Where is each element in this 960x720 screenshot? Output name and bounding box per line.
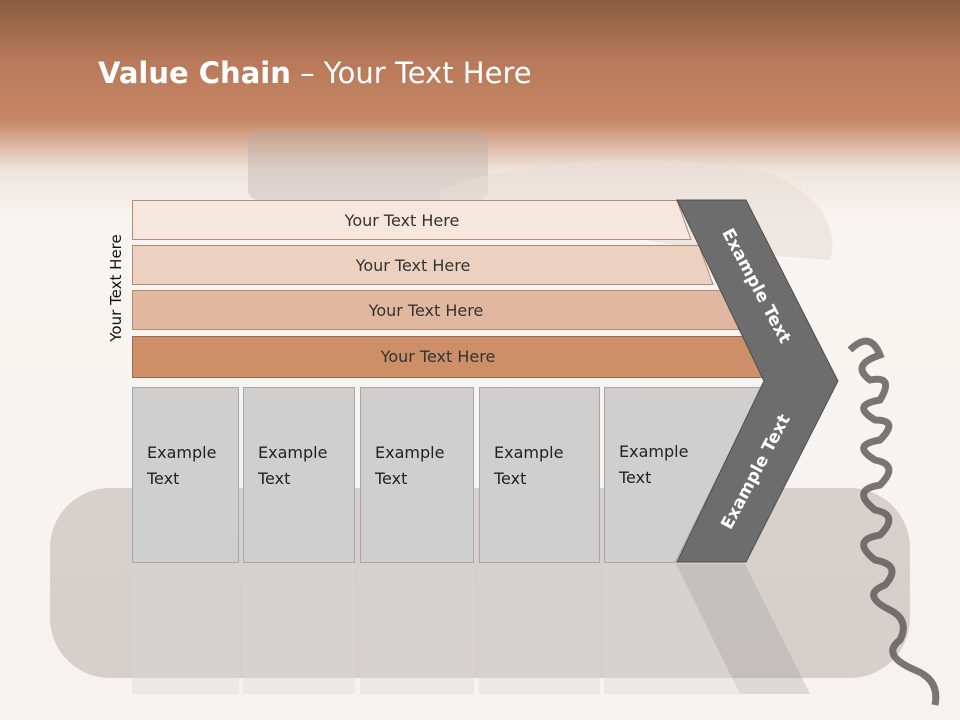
title-rest: – Your Text Here [290,56,532,90]
bar-1-shape [132,200,692,240]
box-1-line1: Example [147,443,217,462]
box-2-line2: Text [258,469,291,488]
bar-1-label: Your Text Here [344,210,460,230]
box-5-line2: Text [619,468,652,487]
bar-1: Your Text Here [132,200,692,240]
bar-2-label: Your Text Here [355,255,471,275]
box-4: Example Text [479,387,600,563]
box-1: Example Text [132,387,239,563]
box-3-line1: Example [375,443,445,462]
box-2-line1: Example [258,443,328,462]
box-3-line2: Text [375,469,408,488]
reflection [132,564,810,694]
slide-title: Value Chain – Your Text Here [98,56,532,90]
box-3: Example Text [360,387,474,563]
box-1-line2: Text [147,469,180,488]
title-bold: Value Chain [98,56,291,90]
bar-2-shape [132,245,714,285]
bar-4: Your Text Here [132,336,764,378]
box-4-line1: Example [494,443,564,462]
box-4-line2: Text [494,469,527,488]
bar-3: Your Text Here [132,290,740,330]
bar-3-label: Your Text Here [368,300,484,320]
box-5: Example Text [605,387,725,563]
box-5-shape [604,387,763,563]
box-2: Example Text [243,387,355,563]
bar-4-label: Your Text Here [380,346,496,366]
box-5-line1: Example [619,442,689,461]
bar-2: Your Text Here [132,245,714,285]
chevron-shape [676,199,839,563]
